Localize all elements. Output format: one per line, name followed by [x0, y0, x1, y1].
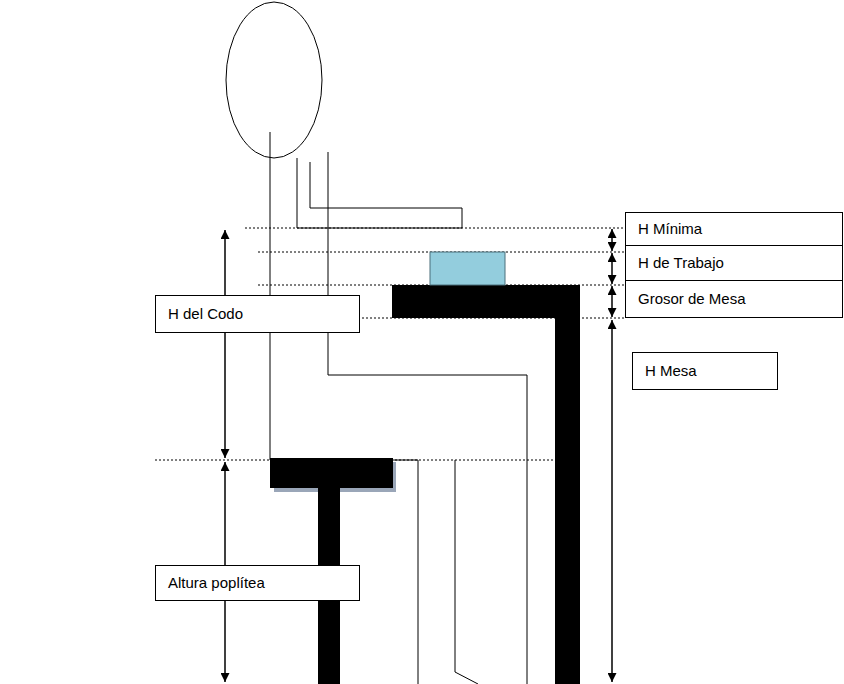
dimension-label: Altura poplítea	[156, 574, 277, 592]
calf-line	[393, 460, 418, 684]
table-thickness-label: Grosor de Mesa	[625, 280, 843, 318]
table-top	[392, 285, 580, 318]
table-leg	[555, 318, 580, 684]
torso-leg-line	[328, 152, 527, 684]
dimension-arrow	[611, 286, 613, 317]
work-height-label: H de Trabajo	[625, 245, 843, 281]
dimension-label: H del Codo	[156, 305, 255, 323]
dimension-arrow	[611, 229, 613, 251]
dimension-arrow	[224, 230, 226, 458]
reference-lines	[155, 228, 625, 460]
seat	[270, 458, 393, 488]
table	[392, 285, 580, 684]
dimension-arrow	[611, 253, 613, 284]
arm	[297, 158, 462, 228]
table-height-label: H Mesa	[632, 352, 778, 390]
shin-line	[455, 460, 478, 684]
dimension-label: Grosor de Mesa	[626, 290, 758, 308]
dimension-label: H de Trabajo	[626, 254, 736, 272]
head	[226, 2, 322, 158]
work-object	[430, 252, 505, 285]
dimension-label: H Mesa	[633, 362, 709, 380]
min-height-label: H Mínima	[625, 212, 843, 246]
dimension-arrow	[611, 320, 613, 682]
popliteal-height-label: Altura poplítea	[155, 565, 360, 601]
dimension-label: H Mínima	[626, 220, 714, 238]
elbow-height-label: H del Codo	[155, 295, 360, 333]
